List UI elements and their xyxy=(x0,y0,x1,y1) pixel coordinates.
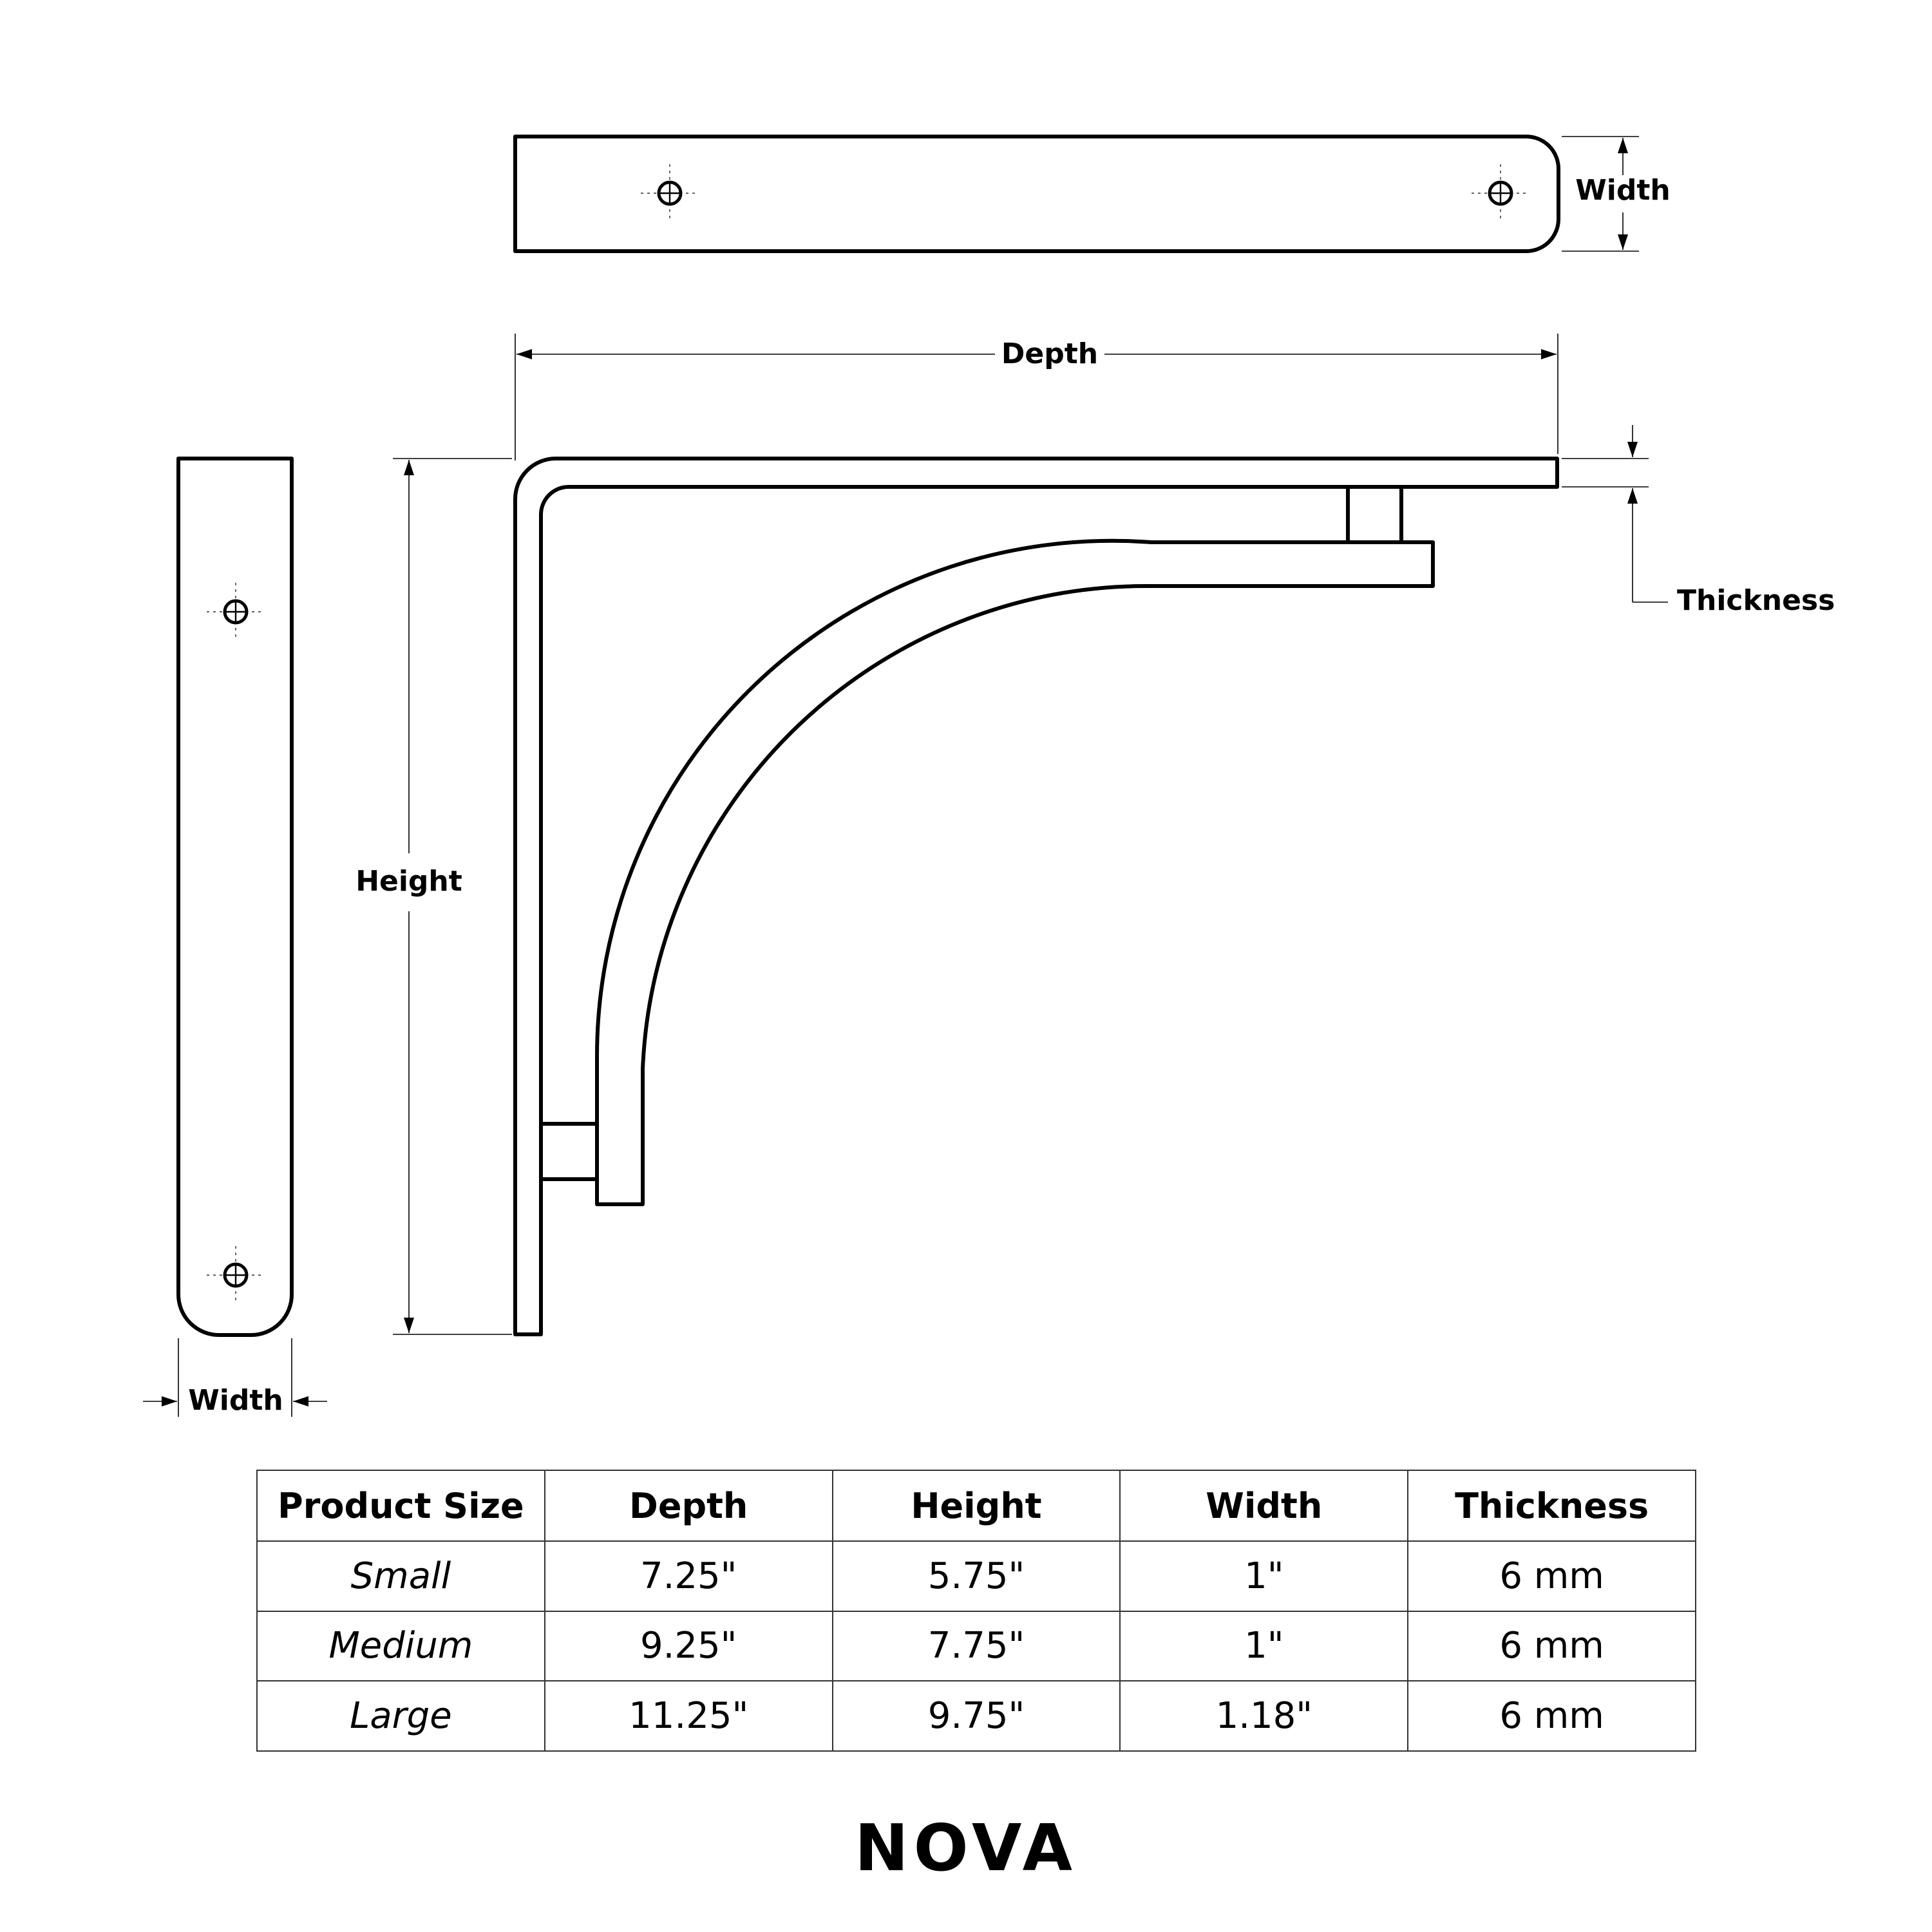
thickness-label: Thickness xyxy=(1677,584,1835,617)
size-spec-table: Product Size Depth Height Width Thicknes… xyxy=(256,1470,1696,1752)
header-height: Height xyxy=(831,1470,1121,1542)
cell-thickness: 6 mm xyxy=(1407,1540,1696,1612)
cell-width: 1.18" xyxy=(1119,1680,1409,1752)
cell-size: Medium xyxy=(256,1610,545,1682)
cell-width: 1" xyxy=(1119,1540,1409,1612)
top-view-hole-right xyxy=(1472,164,1530,222)
height-label: Height xyxy=(355,865,462,898)
top-width-label: Width xyxy=(1575,174,1670,207)
header-thickness: Thickness xyxy=(1407,1470,1696,1542)
cell-thickness: 6 mm xyxy=(1407,1610,1696,1682)
cell-width: 1" xyxy=(1119,1610,1409,1682)
cell-thickness: 6 mm xyxy=(1407,1680,1696,1752)
side-view-outline xyxy=(176,457,294,1337)
header-depth: Depth xyxy=(544,1470,833,1542)
cell-height: 7.75" xyxy=(831,1610,1121,1682)
front-view xyxy=(513,457,1559,1336)
side-width-dimension xyxy=(143,1338,327,1417)
table-row: Medium 9.25" 7.75" 1" 6 mm xyxy=(256,1610,1696,1682)
cell-height: 9.75" xyxy=(831,1680,1121,1752)
cell-depth: 7.25" xyxy=(544,1540,833,1612)
product-title: NOVA xyxy=(854,1810,1077,1886)
side-view-hole-bottom xyxy=(207,1246,265,1304)
top-view-outline xyxy=(513,135,1560,253)
lower-spacer xyxy=(539,1122,599,1181)
height-dimension xyxy=(393,458,512,1335)
side-width-label: Width xyxy=(188,1384,283,1417)
top-width-dimension xyxy=(1562,136,1639,252)
header-product-size: Product Size xyxy=(256,1470,545,1542)
top-view-hole-left xyxy=(641,164,699,222)
top-view: Width xyxy=(513,135,1671,253)
bracket-l-body xyxy=(513,457,1559,1336)
cell-size: Small xyxy=(256,1540,545,1612)
upper-spacer xyxy=(1346,485,1403,544)
cell-height: 5.75" xyxy=(831,1540,1121,1612)
table-header-row: Product Size Depth Height Width Thicknes… xyxy=(256,1470,1696,1542)
depth-dimension xyxy=(515,334,1558,460)
thickness-dimension xyxy=(1562,425,1668,603)
depth-label: Depth xyxy=(1001,337,1098,370)
cell-depth: 9.25" xyxy=(544,1610,833,1682)
side-view: Width xyxy=(143,457,327,1417)
header-width: Width xyxy=(1119,1470,1409,1542)
side-view-hole-top xyxy=(207,583,265,641)
table-row: Large 11.25" 9.75" 1.18" 6 mm xyxy=(256,1680,1696,1752)
bracket-curved-arm xyxy=(595,538,1435,1206)
cell-depth: 11.25" xyxy=(544,1680,833,1752)
table-row: Small 7.25" 5.75" 1" 6 mm xyxy=(256,1540,1696,1612)
cell-size: Large xyxy=(256,1680,545,1752)
